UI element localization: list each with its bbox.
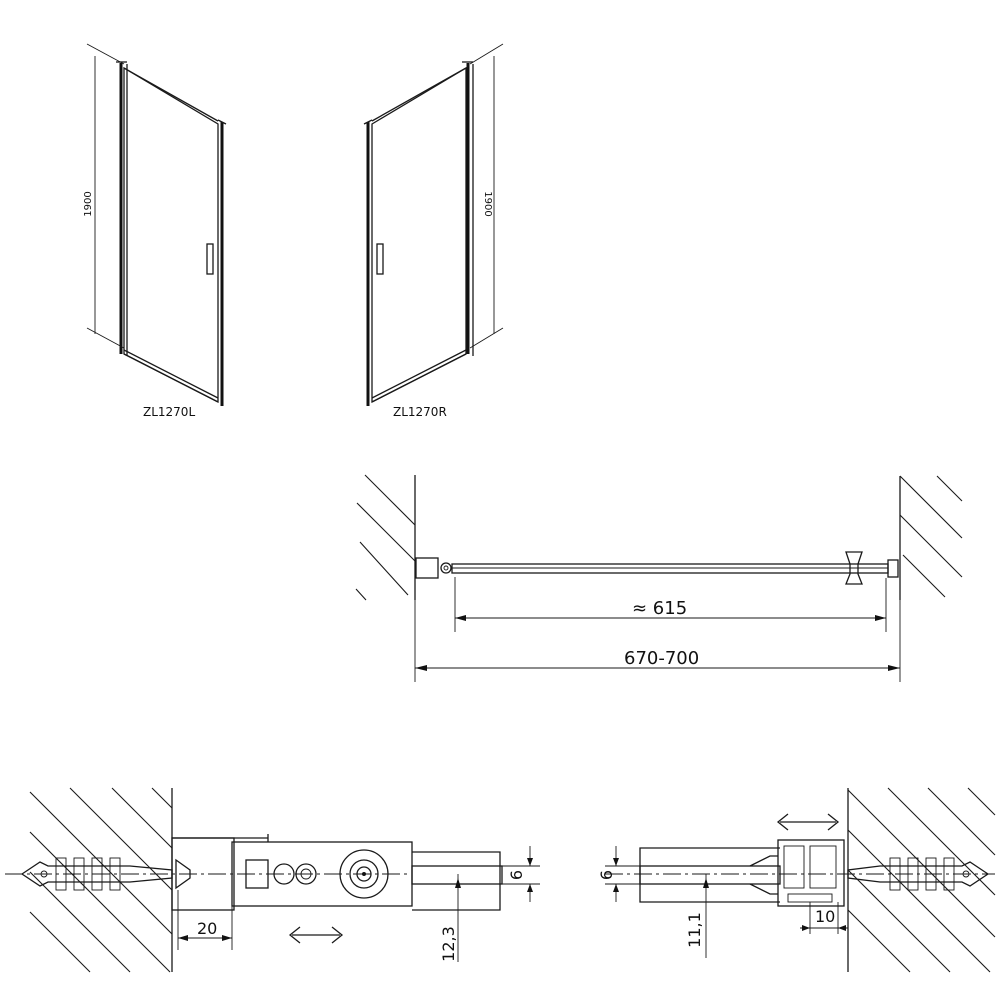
detail-left-offset-dimension: 20 [177, 890, 233, 950]
plan-right-wall-hatch [899, 475, 963, 600]
plan-outer-width-label: 670-700 [624, 648, 699, 669]
detail-left-thickness-label: 6 [507, 870, 526, 880]
detail-left-pivot [339, 849, 389, 899]
detail-right-thickness-label: 6 [597, 870, 616, 880]
panel-left-model-label: ZL1270L [143, 405, 195, 419]
plan-hinge [440, 562, 452, 574]
panel-left-height-dimension: 1900 [83, 43, 125, 349]
detail-left-wall-hatch [29, 787, 173, 973]
panel-right-view: 1900 ZL1270R [363, 43, 504, 419]
plan-view: ≈ 615 670-700 [355, 474, 963, 682]
panel-left-height-label: 1900 [83, 191, 94, 216]
detail-right-offset-label: 10 [815, 907, 835, 926]
panel-left-glass [123, 66, 219, 404]
panel-right-height-dimension: 1900 [469, 43, 504, 349]
detail-left-slide-arrow [288, 926, 344, 944]
panel-left-view: 1900 ZL1270L [83, 43, 227, 419]
plan-right-seal [887, 559, 899, 578]
panel-right-glass [371, 66, 467, 404]
detail-left-thickness-dimension: 6 [496, 846, 540, 902]
panel-right-model-label: ZL1270R [393, 405, 447, 419]
plan-left-wall-hatch [355, 474, 416, 601]
detail-left-glass [411, 865, 503, 885]
detail-right-wall-profile [777, 839, 845, 907]
detail-right-thickness-dimension: 6 [597, 846, 640, 902]
plan-outer-dimension: 670-700 [414, 600, 901, 682]
panel-right-height-label: 1900 [482, 191, 493, 216]
detail-right-view: 6 11,1 10 [597, 787, 996, 973]
detail-right-depth-dimension: 11,1 [685, 874, 709, 958]
plan-wall-profile [415, 557, 439, 579]
panel-left-handle [206, 243, 214, 275]
plan-inner-width-label: ≈ 615 [632, 598, 687, 619]
detail-right-offset-dimension: 10 [800, 902, 848, 934]
detail-right-wall-hatch [847, 787, 996, 973]
plan-inner-dimension: ≈ 615 [454, 577, 887, 632]
panel-right-handle [376, 243, 384, 275]
plan-glass-strip [451, 563, 889, 574]
detail-left-depth-label: 12,3 [439, 926, 458, 962]
detail-left-view: 20 6 12,3 [5, 787, 540, 973]
detail-right-depth-label: 11,1 [685, 912, 704, 948]
detail-left-offset-label: 20 [197, 919, 217, 938]
plan-handle [845, 551, 863, 585]
detail-right-dowel [847, 857, 990, 891]
detail-right-glass [639, 865, 781, 885]
detail-left-depth-dimension: 12,3 [439, 874, 461, 962]
detail-right-slide-arrow [776, 813, 840, 831]
